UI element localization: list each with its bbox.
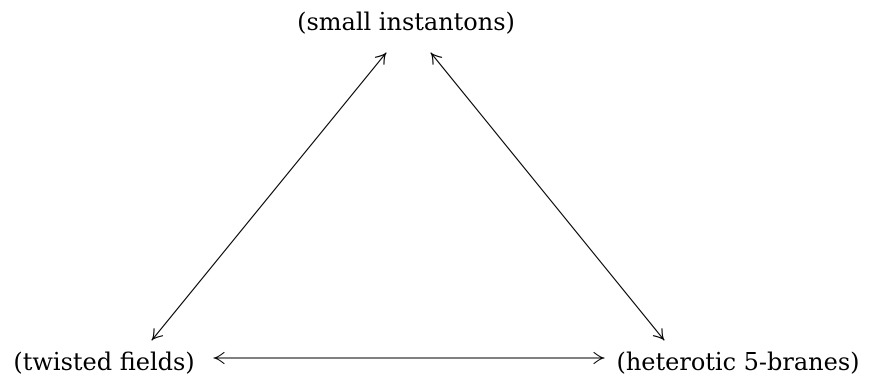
arrowhead-right-end: [652, 328, 665, 341]
arrowhead-left-end: [213, 351, 225, 365]
arrowhead-top-end: [430, 52, 443, 65]
node-top-label: (small instantons): [297, 8, 515, 36]
node-right-label: (heterotic 5-branes): [616, 348, 859, 376]
edge-line-left-top: [151, 52, 387, 341]
node-left-label: (twisted fields): [13, 348, 194, 376]
edge-left-top: [151, 52, 387, 341]
edge-top-right: [430, 52, 665, 341]
arrowhead-right-end: [593, 351, 605, 365]
edges-layer: [151, 52, 665, 365]
edge-left-right: [213, 351, 605, 365]
arrowhead-top-end: [374, 52, 387, 65]
edge-line-top-right: [430, 52, 665, 341]
arrowhead-left-end: [151, 328, 164, 341]
